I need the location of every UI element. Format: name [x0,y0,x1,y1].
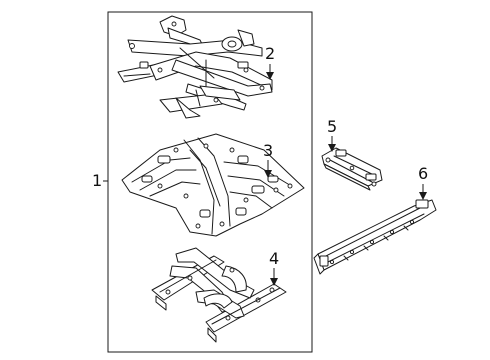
leader-arrow-2 [266,64,274,80]
callout-6: 6 [418,164,429,183]
leader-arrow-3 [264,160,272,178]
part-3-center-floor-panel [121,133,305,237]
leader-arrow-4 [270,268,278,286]
leader-arrow-5 [328,136,336,152]
leader-arrow-6 [419,184,427,200]
part-6-side-sill-reinforcement [313,199,437,275]
part-5-cross-member-bracket [321,147,383,191]
callout-4: 4 [269,249,280,268]
assembly-frame [107,11,313,353]
callout-2: 2 [265,44,276,63]
callout-5: 5 [327,117,338,136]
part-4-floor-side-member [151,247,287,343]
part-2-cross-member-assembly [117,15,273,119]
callout-1: 1 [92,171,103,190]
callout-3: 3 [263,141,274,160]
